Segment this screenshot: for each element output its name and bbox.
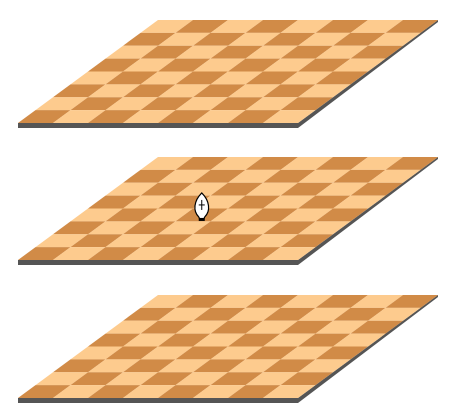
board-square[interactable] (368, 169, 421, 183)
board-level-2 (18, 157, 438, 265)
board-level-3 (18, 295, 438, 403)
board-square[interactable] (385, 20, 439, 33)
board-edge (18, 295, 438, 403)
board-square[interactable] (350, 320, 404, 334)
board-square[interactable] (368, 32, 421, 46)
board-square[interactable] (333, 58, 386, 72)
board-square[interactable] (263, 385, 316, 398)
board-square[interactable] (298, 359, 351, 373)
board-level-1 (18, 20, 438, 128)
board-square[interactable] (350, 45, 404, 59)
board-square[interactable] (298, 221, 351, 235)
board-square[interactable] (350, 182, 404, 196)
board-edge (18, 157, 438, 265)
white-bishop-piece[interactable] (194, 192, 210, 221)
board-square[interactable] (368, 307, 421, 321)
board-square[interactable] (333, 333, 386, 347)
board-square[interactable] (315, 71, 369, 85)
board-square[interactable] (280, 234, 334, 248)
board-square[interactable] (280, 372, 334, 386)
board-square[interactable] (385, 157, 439, 170)
board-square[interactable] (315, 346, 369, 360)
board-square[interactable] (298, 84, 351, 98)
board-square[interactable] (263, 110, 316, 123)
board-square[interactable] (333, 195, 386, 209)
board-square[interactable] (263, 247, 316, 260)
board-edge (18, 20, 438, 128)
board-square[interactable] (385, 295, 439, 308)
board-square[interactable] (315, 208, 369, 222)
board-square[interactable] (280, 97, 334, 111)
